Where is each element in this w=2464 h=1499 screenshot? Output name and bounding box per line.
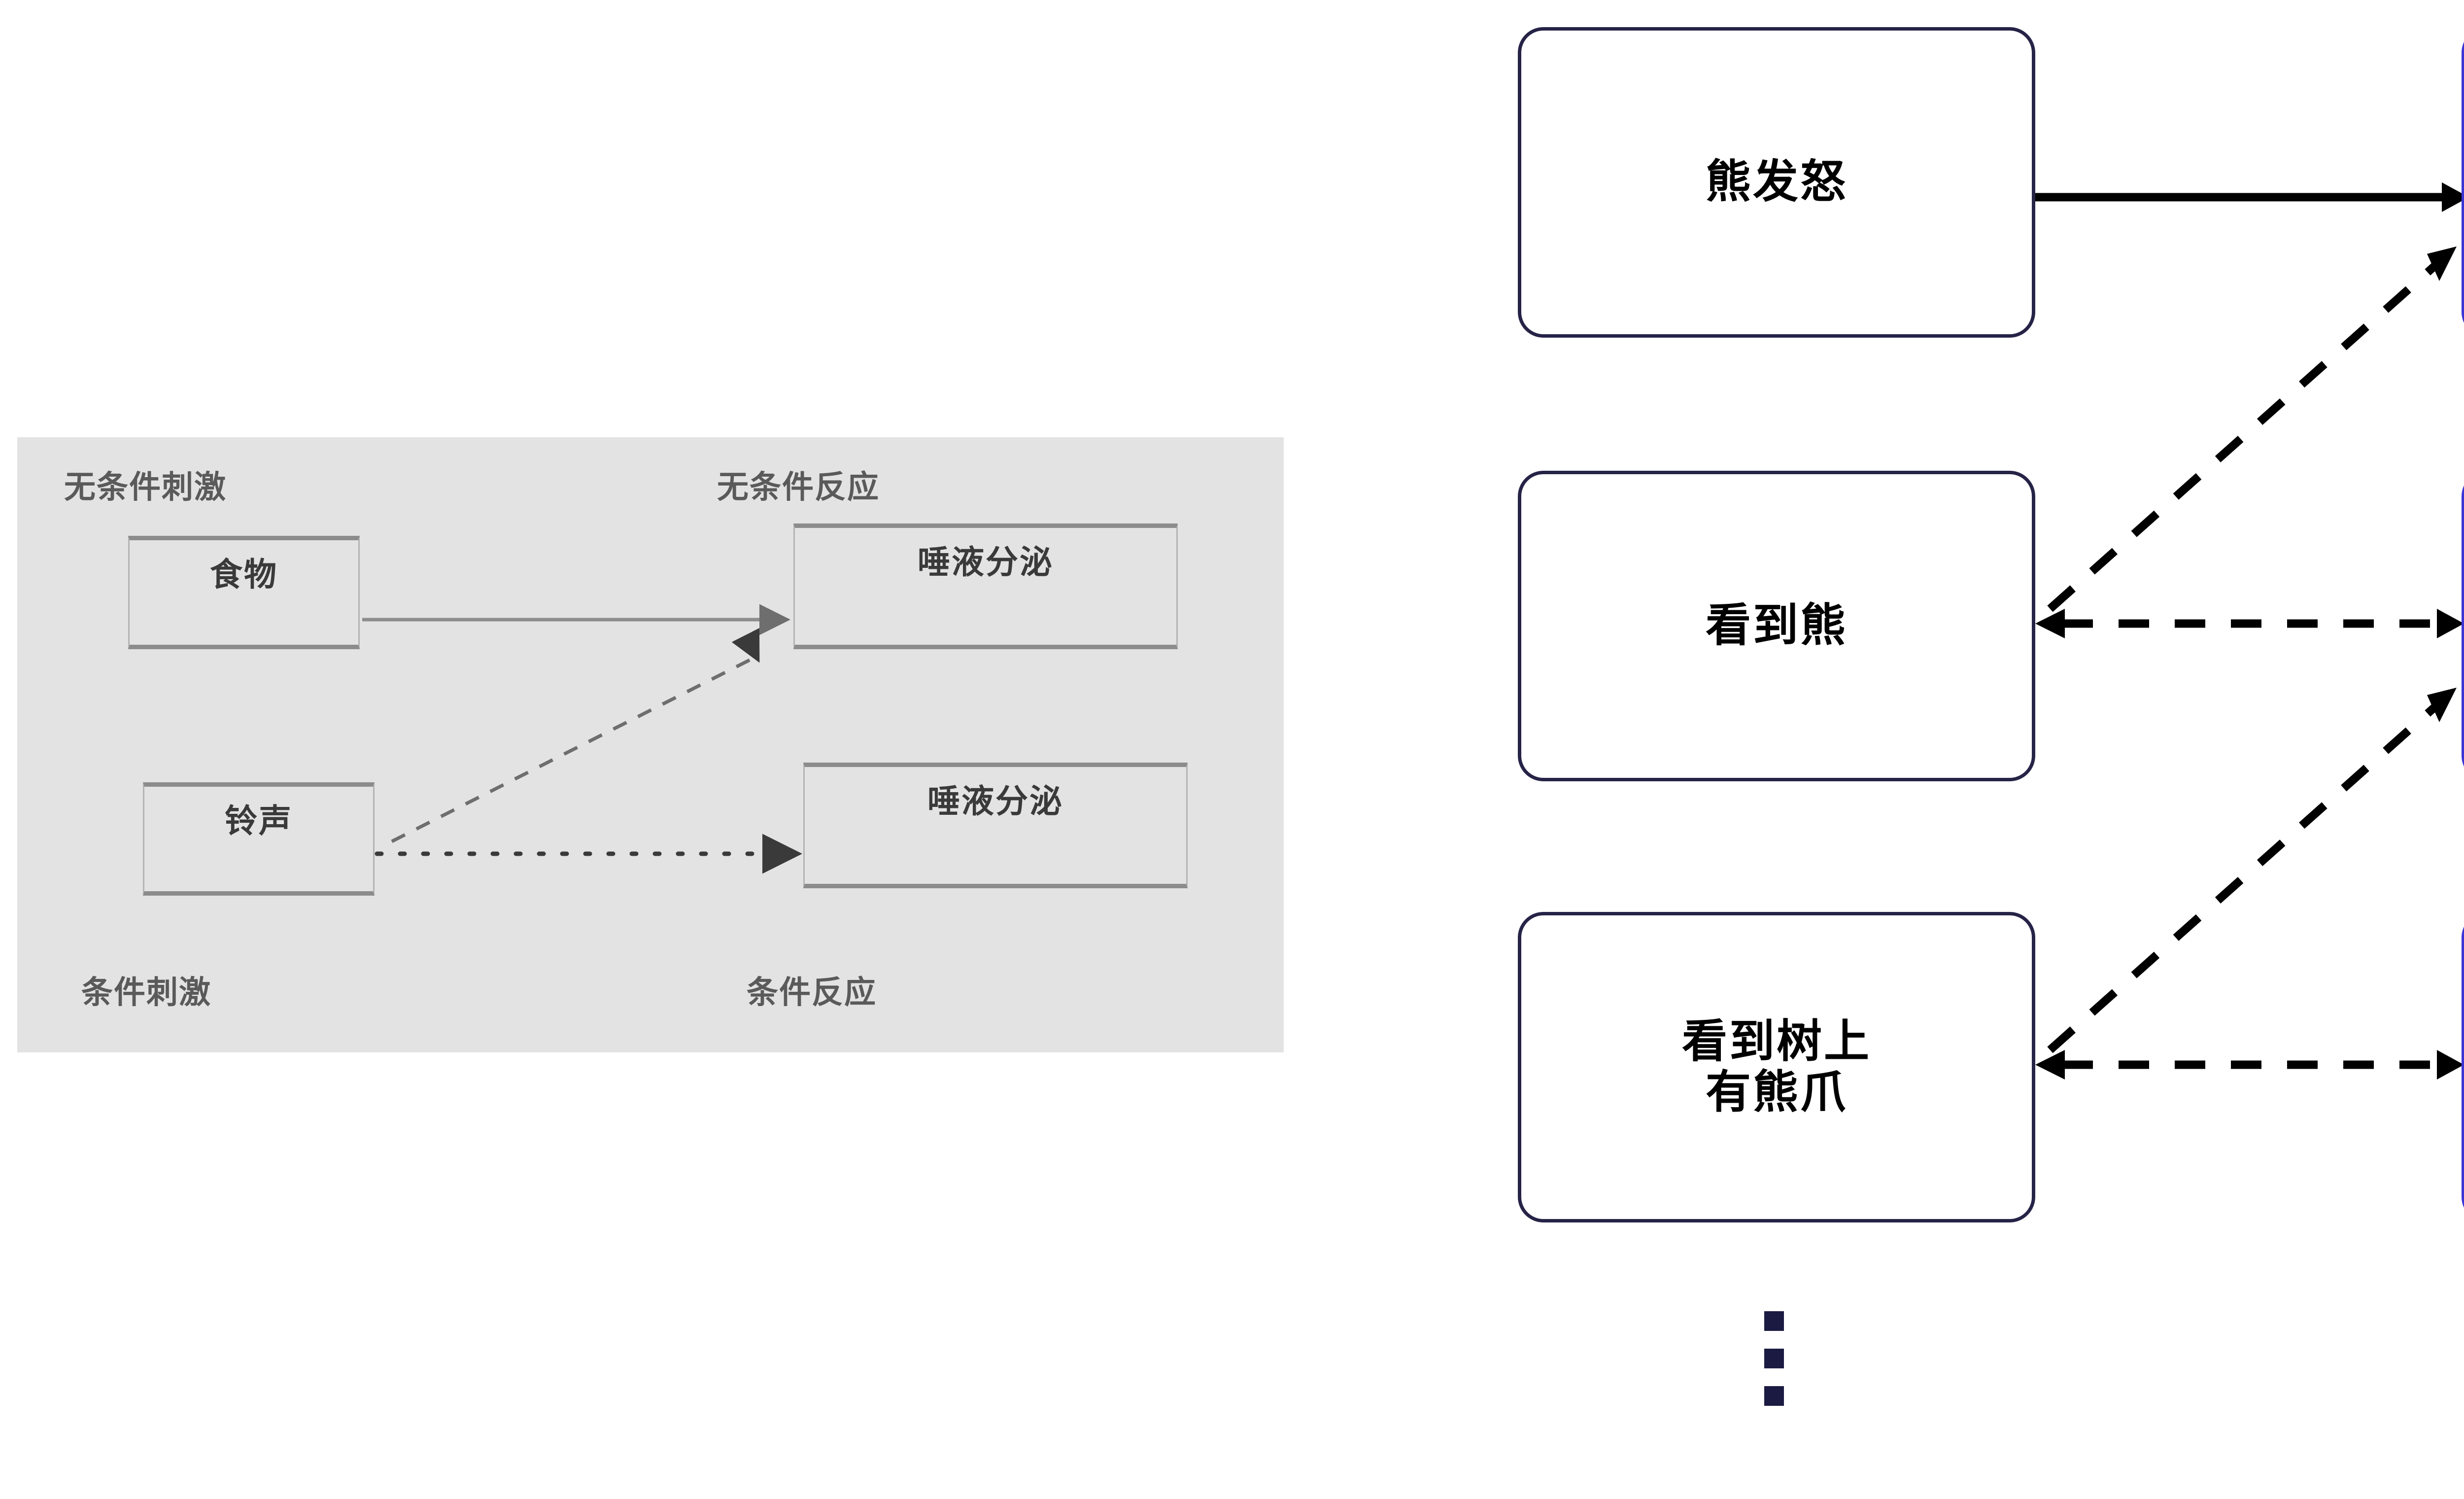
node-see-claws[interactable]: 看到树上 有熊爪 bbox=[1518, 912, 2035, 1222]
cc-box-bell-label: 铃声 bbox=[225, 802, 293, 839]
node-see-claws-line2: 有熊爪 bbox=[1705, 1067, 1848, 1117]
label-conditioned-response: 条件反应 bbox=[747, 975, 877, 1010]
cc-box-salivation-top: 唾液分泌 bbox=[793, 523, 1178, 649]
classical-conditioning-panel: 无条件刺激 无条件反应 条件刺激 条件反应 食物 铃声 唾液分泌 唾液分泌 bbox=[17, 437, 1284, 1052]
cc-box-salivation-bottom-label: 唾液分泌 bbox=[927, 783, 1063, 819]
node-see-bear[interactable]: 看到熊 bbox=[1518, 471, 2035, 781]
ellipsis-dot bbox=[1764, 1311, 1784, 1331]
node-v-s[interactable]: V(s) bbox=[2462, 912, 2464, 1222]
ellipsis-dot bbox=[1764, 1349, 1784, 1368]
label-unconditioned-response: 无条件反应 bbox=[717, 469, 880, 505]
node-bear-angry[interactable]: 熊发怒 bbox=[1518, 27, 2035, 338]
label-unconditioned-stimulus: 无条件刺激 bbox=[64, 469, 227, 505]
cc-box-food: 食物 bbox=[128, 536, 360, 649]
ellipsis-dot bbox=[1764, 1386, 1784, 1406]
node-bear-angry-label: 熊发怒 bbox=[1705, 157, 1848, 208]
node-see-bear-label: 看到熊 bbox=[1705, 600, 1848, 651]
cc-box-food-label: 食物 bbox=[210, 556, 278, 593]
node-reward[interactable]: 奖励 bbox=[2462, 27, 2464, 338]
ellipsis-states bbox=[1764, 1311, 1784, 1406]
cc-box-salivation-bottom: 唾液分泌 bbox=[803, 763, 1188, 888]
node-v-s-next[interactable]: V(s′) bbox=[2462, 471, 2464, 781]
cc-edges bbox=[362, 604, 802, 874]
label-conditioned-stimulus: 条件刺激 bbox=[81, 975, 211, 1010]
cc-box-salivation-top-label: 唾液分泌 bbox=[918, 544, 1054, 580]
cc-box-bell: 铃声 bbox=[143, 782, 375, 896]
node-see-claws-label: 看到树上 有熊爪 bbox=[1682, 1016, 1871, 1118]
node-see-claws-line1: 看到树上 bbox=[1681, 1016, 1871, 1067]
